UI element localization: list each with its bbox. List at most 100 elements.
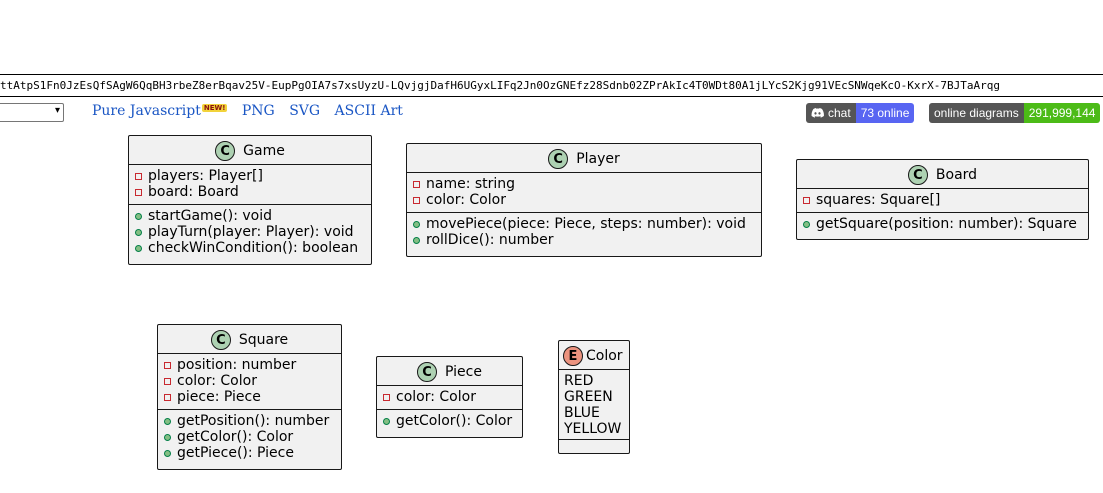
class-attribute: color: Color (164, 373, 335, 389)
enum-values: RED GREEN BLUE YELLOW (559, 369, 629, 439)
method-text: startGame(): void (148, 208, 273, 224)
class-method: movePiece(piece: Piece, steps: number): … (413, 216, 755, 232)
attribute-text: color: Color (177, 373, 257, 389)
class-method: playTurn(player: Player): void (135, 224, 365, 240)
chat-label: chat (828, 106, 851, 120)
method-text: getColor(): Color (396, 413, 513, 429)
class-name: Piece (445, 364, 482, 380)
method-text: rollDice(): number (426, 232, 554, 248)
attribute-text: color: Color (396, 389, 476, 405)
new-badge: NEW! (201, 104, 228, 112)
private-visibility-icon (164, 393, 171, 401)
class-board[interactable]: C Board squares: Square[] getSquare(positio… (796, 159, 1089, 240)
class-method: getPosition(): number (164, 413, 335, 429)
public-visibility-icon (383, 417, 390, 425)
class-attributes-section: color: Color (377, 385, 522, 409)
method-text: getSquare(position: number): Square (816, 216, 1077, 232)
method-text: getPiece(): Piece (177, 445, 294, 461)
discord-icon (811, 108, 824, 118)
class-stereotype-icon: C (907, 165, 928, 185)
enum-name: Color (586, 348, 623, 364)
class-attribute: color: Color (413, 192, 755, 208)
private-visibility-icon (135, 172, 142, 180)
diagram-url-bar[interactable]: ttAtpS1Fn0JzEsQfSAgW6QqBH3rbeZ8erBqav25V… (0, 74, 1103, 97)
enum-value: YELLOW (564, 421, 622, 437)
attribute-text: squares: Square[] (816, 192, 941, 208)
method-text: movePiece(piece: Piece, steps: number): … (426, 216, 746, 232)
public-visibility-icon (164, 449, 171, 457)
private-visibility-icon (164, 361, 171, 369)
method-text: getPosition(): number (177, 413, 330, 429)
link-svg[interactable]: SVG (289, 103, 321, 119)
class-method: getSquare(position: number): Square (803, 216, 1082, 232)
online-diagrams-badge[interactable]: online diagrams 291,999,144 (929, 103, 1101, 123)
class-piece[interactable]: C Piece color: Color getColor(): Color (376, 356, 523, 438)
public-visibility-icon (803, 220, 810, 228)
format-select[interactable]: ▾ (0, 103, 64, 122)
online-diagrams-label: online diagrams (934, 106, 1019, 120)
attribute-text: position: number (177, 357, 297, 373)
attribute-text: color: Color (426, 192, 506, 208)
enum-value: GREEN (564, 389, 613, 405)
public-visibility-icon (413, 236, 420, 244)
class-attributes-section: players: Player[]board: Board (129, 164, 371, 204)
class-name: Board (935, 167, 978, 183)
public-visibility-icon (413, 220, 420, 228)
attribute-text: piece: Piece (177, 389, 261, 405)
public-visibility-icon (135, 212, 142, 220)
method-text: getColor(): Color (177, 429, 294, 445)
enum-value: BLUE (564, 405, 600, 421)
enum-stereotype-icon: E (563, 346, 583, 366)
private-visibility-icon (164, 377, 171, 385)
link-png[interactable]: PNG (241, 103, 275, 119)
class-methods-section: movePiece(piece: Piece, steps: number): … (407, 212, 761, 252)
enum-value: RED (564, 373, 594, 389)
class-name: Player (576, 151, 620, 167)
public-visibility-icon (164, 417, 171, 425)
class-attribute: position: number (164, 357, 335, 373)
class-methods-section: getColor(): Color (377, 409, 522, 433)
encoded-url-text: ttAtpS1Fn0JzEsQfSAgW6QqBH3rbeZ8erBqav25V… (0, 79, 1001, 92)
method-text: checkWinCondition(): boolean (148, 240, 359, 256)
enum-empty-section (559, 439, 629, 446)
method-text: playTurn(player: Player): void (148, 224, 354, 240)
attribute-text: board: Board (148, 184, 239, 200)
private-visibility-icon (803, 196, 810, 204)
class-method: checkWinCondition(): boolean (135, 240, 365, 256)
class-attribute: piece: Piece (164, 389, 335, 405)
chat-online-count: 73 online (855, 103, 915, 123)
class-stereotype-icon: C (215, 141, 236, 161)
public-visibility-icon (135, 244, 142, 252)
link-ascii-art[interactable]: ASCII Art (334, 103, 403, 119)
class-methods-section: getSquare(position: number): Square (797, 212, 1088, 236)
class-stereotype-icon: C (210, 330, 231, 350)
class-stereotype-icon: C (548, 149, 569, 169)
class-method: getColor(): Color (383, 413, 516, 429)
class-attribute: name: string (413, 176, 755, 192)
chevron-down-icon: ▾ (54, 105, 60, 116)
class-attribute: board: Board (135, 184, 365, 200)
enum-color[interactable]: E Color RED GREEN BLUE YELLOW (558, 340, 630, 454)
private-visibility-icon (383, 393, 390, 401)
class-method: getPiece(): Piece (164, 445, 335, 461)
class-method: rollDice(): number (413, 232, 755, 248)
private-visibility-icon (413, 196, 420, 204)
class-stereotype-icon: C (417, 362, 438, 382)
class-attribute: color: Color (383, 389, 516, 405)
class-method: getColor(): Color (164, 429, 335, 445)
online-diagrams-count: 291,999,144 (1023, 103, 1101, 123)
class-attribute: players: Player[] (135, 168, 365, 184)
chat-badge[interactable]: chat 73 online (806, 103, 915, 123)
class-attribute: squares: Square[] (803, 192, 1082, 208)
private-visibility-icon (413, 180, 420, 188)
attribute-text: name: string (426, 176, 516, 192)
class-name: Game (243, 143, 285, 159)
